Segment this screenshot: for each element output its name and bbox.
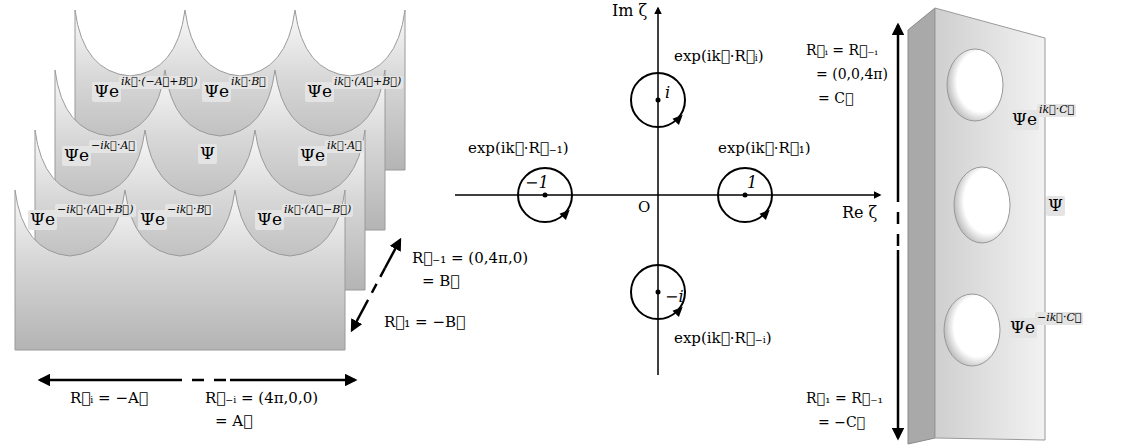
pole-dot	[743, 193, 748, 198]
pole-dot	[656, 98, 661, 103]
wavefunction-label: Ψe	[1010, 110, 1039, 130]
lattice-arrow	[230, 379, 355, 382]
pole-dot	[543, 193, 548, 198]
phase-exponent: ik⃗·(A⃗+B⃗)	[332, 76, 403, 89]
lattice-arrow-gap	[897, 190, 900, 250]
phase-exponent: ik⃗·C⃗	[1037, 104, 1076, 117]
pole-label: −i	[665, 288, 684, 306]
phase-exponent: ik⃗·B⃗	[229, 76, 268, 89]
vector-label: R⃗₁ = −B⃗	[384, 314, 465, 331]
wavefunction-label: Ψe	[202, 82, 231, 102]
direction-arrowhead	[559, 210, 569, 220]
monodromy-label: exp(ik⃗·R⃗ᵢ)	[674, 48, 764, 65]
slab-hole	[944, 294, 1000, 366]
pole-dot	[656, 290, 661, 295]
phase-exponent: ik⃗·A⃗	[325, 140, 364, 153]
phase-exponent: −ik⃗·C⃗	[1035, 312, 1084, 325]
vector-label: O	[638, 199, 650, 216]
slab-face	[935, 8, 1045, 440]
wavefunction-label: Ψe	[138, 210, 167, 230]
phase-exponent: ik⃗·(−A⃗+B⃗)	[119, 76, 200, 89]
phase-exponent: −ik⃗·B⃗	[165, 204, 213, 217]
unit-circle-contour: iexp(ik⃗·R⃗ᵢ)	[630, 72, 686, 128]
vector-label: R⃗₋₁ = (0,4π,0)	[412, 250, 528, 267]
circle-decor	[543, 98, 770, 318]
wavefunction-label: Ψe	[92, 82, 121, 102]
phase-exponent: −ik⃗·A⃗	[89, 140, 137, 153]
lattice-arrow	[385, 240, 400, 268]
monodromy-label: exp(ik⃗·R⃗₋₁)	[468, 140, 569, 157]
monodromy-label: exp(ik⃗·R⃗₋ᵢ)	[674, 330, 772, 347]
pole-label: i	[665, 84, 670, 102]
wavefunction-label: Ψe	[62, 146, 91, 166]
slab-hole	[947, 49, 1003, 121]
wavefunction-label: Ψe	[255, 210, 284, 230]
vector-label: R⃗₁ = R⃗₋₁	[806, 390, 883, 406]
direction-arrowhead	[759, 210, 769, 220]
phase-exponent: −ik⃗·(A⃗+B⃗)	[55, 204, 136, 217]
vector-label: = A⃗	[215, 413, 252, 430]
vector-label: R⃗₋ᵢ = (4π,0,0)	[205, 390, 318, 407]
lattice-arrow	[40, 379, 170, 382]
lattice-arrow	[897, 250, 900, 438]
slab-side	[908, 8, 935, 444]
wavefunction-label: Ψ	[1046, 196, 1065, 216]
lattice-arrow-gap	[368, 268, 385, 300]
vector-label: = B⃗	[422, 273, 459, 290]
direction-arrowhead	[672, 307, 682, 317]
pole-label: −1	[525, 174, 549, 192]
pole-label: 1	[747, 174, 757, 192]
wavefunction-label: Ψe	[305, 82, 334, 102]
vector-label: Re ζ	[842, 204, 877, 222]
slab-hole	[954, 167, 1010, 243]
vector-label: R⃗ᵢ = −A⃗	[70, 390, 148, 407]
vector-label: = (0,0,4π)	[816, 66, 888, 82]
direction-arrowhead	[672, 115, 682, 125]
wavefunction-label: Ψe	[1008, 318, 1037, 338]
vector-label: = C⃗	[818, 90, 853, 106]
lattice-arrow	[352, 300, 368, 330]
wavefunction-label: Ψe	[28, 210, 57, 230]
wavefunction-label: Ψe	[298, 146, 327, 166]
vector-label: Im ζ	[612, 2, 647, 20]
unit-circle-contour: −iexp(ik⃗·R⃗₋ᵢ)	[630, 264, 686, 320]
wavefunction-label: Ψ	[198, 144, 217, 164]
vector-label: R⃗ᵢ = R⃗₋ᵢ	[806, 42, 878, 58]
monodromy-label: exp(ik⃗·R⃗₁)	[718, 140, 811, 157]
lattice-arrow	[897, 25, 900, 190]
lattice-arrow-gap	[170, 379, 230, 382]
phase-exponent: ik⃗·(A⃗−B⃗)	[282, 204, 353, 217]
unit-circle-contour: −1exp(ik⃗·R⃗₋₁)	[517, 167, 573, 223]
vector-label: = −C⃗	[818, 414, 865, 430]
unit-circle-contour: 1exp(ik⃗·R⃗₁)	[717, 167, 773, 223]
